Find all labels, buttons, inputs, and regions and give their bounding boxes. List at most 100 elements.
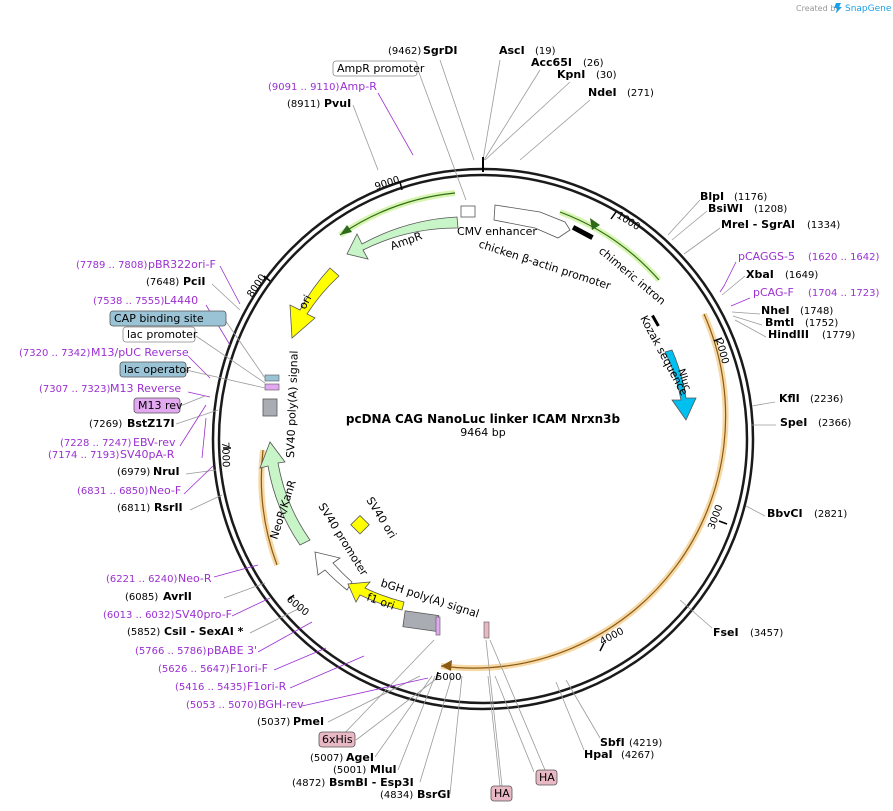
primer-m13-puc-reverse: M13/pUC Reverse [91, 346, 189, 359]
ha-box-2 [490, 785, 513, 802]
cap-binding-site-box [109, 310, 227, 327]
svg-text:(7307 .. 7323): (7307 .. 7323) [39, 384, 111, 395]
cmv-enhancer-label: CMV enhancer [457, 225, 537, 238]
site-nhei: NheI [761, 304, 790, 317]
site-nrui: NruI [153, 465, 180, 478]
svg-text:(6831 .. 6850): (6831 .. 6850) [77, 486, 149, 497]
primer-m13-reverse: M13 Reverse [110, 382, 181, 395]
ori-arrow [289, 267, 340, 339]
lac-operator-mark [264, 383, 280, 391]
orf-highlights [258, 190, 729, 672]
primer-amp-r: Amp-R [340, 80, 377, 93]
svg-text:(1620 .. 1642): (1620 .. 1642) [808, 252, 880, 263]
svg-text:M13 rev: M13 rev [138, 399, 183, 412]
svg-text:HA: HA [539, 771, 555, 784]
svg-text:(9091 .. 9110): (9091 .. 9110) [268, 82, 340, 93]
site-pcii: PciI [183, 275, 205, 288]
lac-promoter-box [122, 326, 196, 343]
svg-text:(7269): (7269) [89, 419, 122, 430]
primer-f1ori-f: F1ori-F [230, 662, 268, 675]
site-kfli: KflI [779, 392, 800, 405]
svg-text:(6221 .. 6240): (6221 .. 6240) [106, 574, 178, 585]
svg-text:(7228 .. 7247): (7228 .. 7247) [60, 438, 132, 449]
svg-text:(1208): (1208) [754, 204, 787, 215]
svg-text:1000: 1000 [614, 210, 641, 233]
svg-text:CAP binding site: CAP binding site [114, 312, 204, 325]
svg-text:(1704 .. 1723): (1704 .. 1723) [808, 288, 880, 299]
primer-sv40pro-f: SV40pro-F [175, 608, 232, 621]
site-hpai: HpaI [584, 748, 613, 761]
svg-text:(1334): (1334) [807, 220, 840, 231]
primer-sv40pa-r: SV40pA-R [120, 448, 175, 461]
box-leaders [179, 69, 546, 787]
svg-text:(5037): (5037) [257, 717, 290, 728]
f1-ori-label: f1 ori [365, 591, 396, 613]
boxed-labels[interactable]: AmpR promoter CAP binding site lac promo… [109, 60, 558, 802]
site-blpi: BlpI [700, 190, 724, 203]
svg-text:(1176): (1176) [734, 192, 767, 203]
site-bmti: BmtI [765, 316, 794, 329]
site-mlui: MluI [370, 763, 397, 776]
f1-ori-arrow [347, 581, 405, 611]
primer-ebv-rev: EBV-rev [133, 436, 176, 449]
site-leaders [175, 59, 776, 795]
neor-arrow [259, 441, 311, 546]
svg-text:(271): (271) [627, 88, 654, 99]
svg-text:8000: 8000 [245, 272, 268, 299]
ampr-arrow [346, 216, 459, 260]
svg-text:(5766 .. 5786): (5766 .. 5786) [135, 646, 207, 657]
site-rsrii: RsrII [154, 501, 183, 514]
site-agei: AgeI [346, 751, 374, 764]
sv40-polya-label: SV40 poly(A) signal [284, 350, 301, 458]
svg-text:(4219): (4219) [629, 738, 662, 749]
site-xbai: XbaI [746, 268, 774, 281]
site-pmei: PmeI [293, 715, 324, 728]
primer-neo-f: Neo-F [149, 484, 181, 497]
svg-text:(5852): (5852) [127, 627, 160, 638]
backbone-inner-ring [217, 173, 749, 705]
site-bsrgi: BsrGI [417, 788, 450, 801]
site-ndei: NdeI [588, 86, 617, 99]
feature-arrows [259, 204, 697, 639]
primer-pcaggs-5: pCAGGS-5 [738, 250, 795, 263]
sv40-ori-box [350, 514, 370, 535]
svg-text:(2821): (2821) [814, 509, 847, 520]
created-by-text: Created by [796, 4, 840, 13]
svg-text:(1779): (1779) [822, 330, 855, 341]
svg-text:(5053 .. 5070): (5053 .. 5070) [186, 700, 258, 711]
site-bsiwi: BsiWI [708, 202, 743, 215]
svg-text:(6013 .. 6032): (6013 .. 6032) [103, 610, 175, 621]
site-fsei: FseI [713, 626, 739, 639]
lac-operator-box [119, 361, 187, 378]
plasmid-length: 9464 bp [460, 426, 505, 439]
brand-text: SnapGene [845, 4, 892, 14]
site-asci: AscI [499, 44, 525, 57]
site-labels[interactable]: (9462) SgrDI AscI (19) Acc65I (26) KpnI … [89, 44, 855, 801]
site-bbvci: BbvCI [767, 507, 803, 520]
primer-pcag-f: pCAG-F [753, 286, 794, 299]
site-pvui: PvuI [324, 97, 351, 110]
primer-labels[interactable]: (9091 .. 9110) Amp-R pCAGGS-5 (1620 .. 1… [19, 80, 880, 711]
svg-text:(6085): (6085) [125, 592, 158, 603]
sv40-polya-box [262, 398, 278, 417]
svg-text:HA: HA [494, 787, 510, 800]
bgh-polya-box [402, 610, 440, 632]
svg-text:6xHis: 6xHis [322, 733, 353, 746]
site-hindiii: HindIII [768, 328, 809, 341]
primer-pbr322ori-f: pBR322ori-F [148, 258, 216, 271]
svg-text:(19): (19) [535, 46, 556, 57]
site-kpni: KpnI [557, 68, 585, 81]
ha-mark [483, 621, 490, 639]
svg-text:(2366): (2366) [818, 418, 851, 429]
nluc-arrow [664, 349, 697, 421]
his-mark [435, 616, 441, 636]
primer-pbabe-3: pBABE 3' [207, 644, 257, 657]
svg-text:(7538 .. 7555): (7538 .. 7555) [93, 296, 165, 307]
svg-text:(4872): (4872) [292, 778, 325, 789]
svg-text:AmpR promoter: AmpR promoter [337, 62, 425, 75]
svg-text:6000: 6000 [284, 594, 311, 619]
6xhis-box [318, 731, 356, 748]
site-mrei-sgrai: MreI - SgrAI [721, 218, 795, 231]
svg-text:(7648): (7648) [146, 277, 179, 288]
